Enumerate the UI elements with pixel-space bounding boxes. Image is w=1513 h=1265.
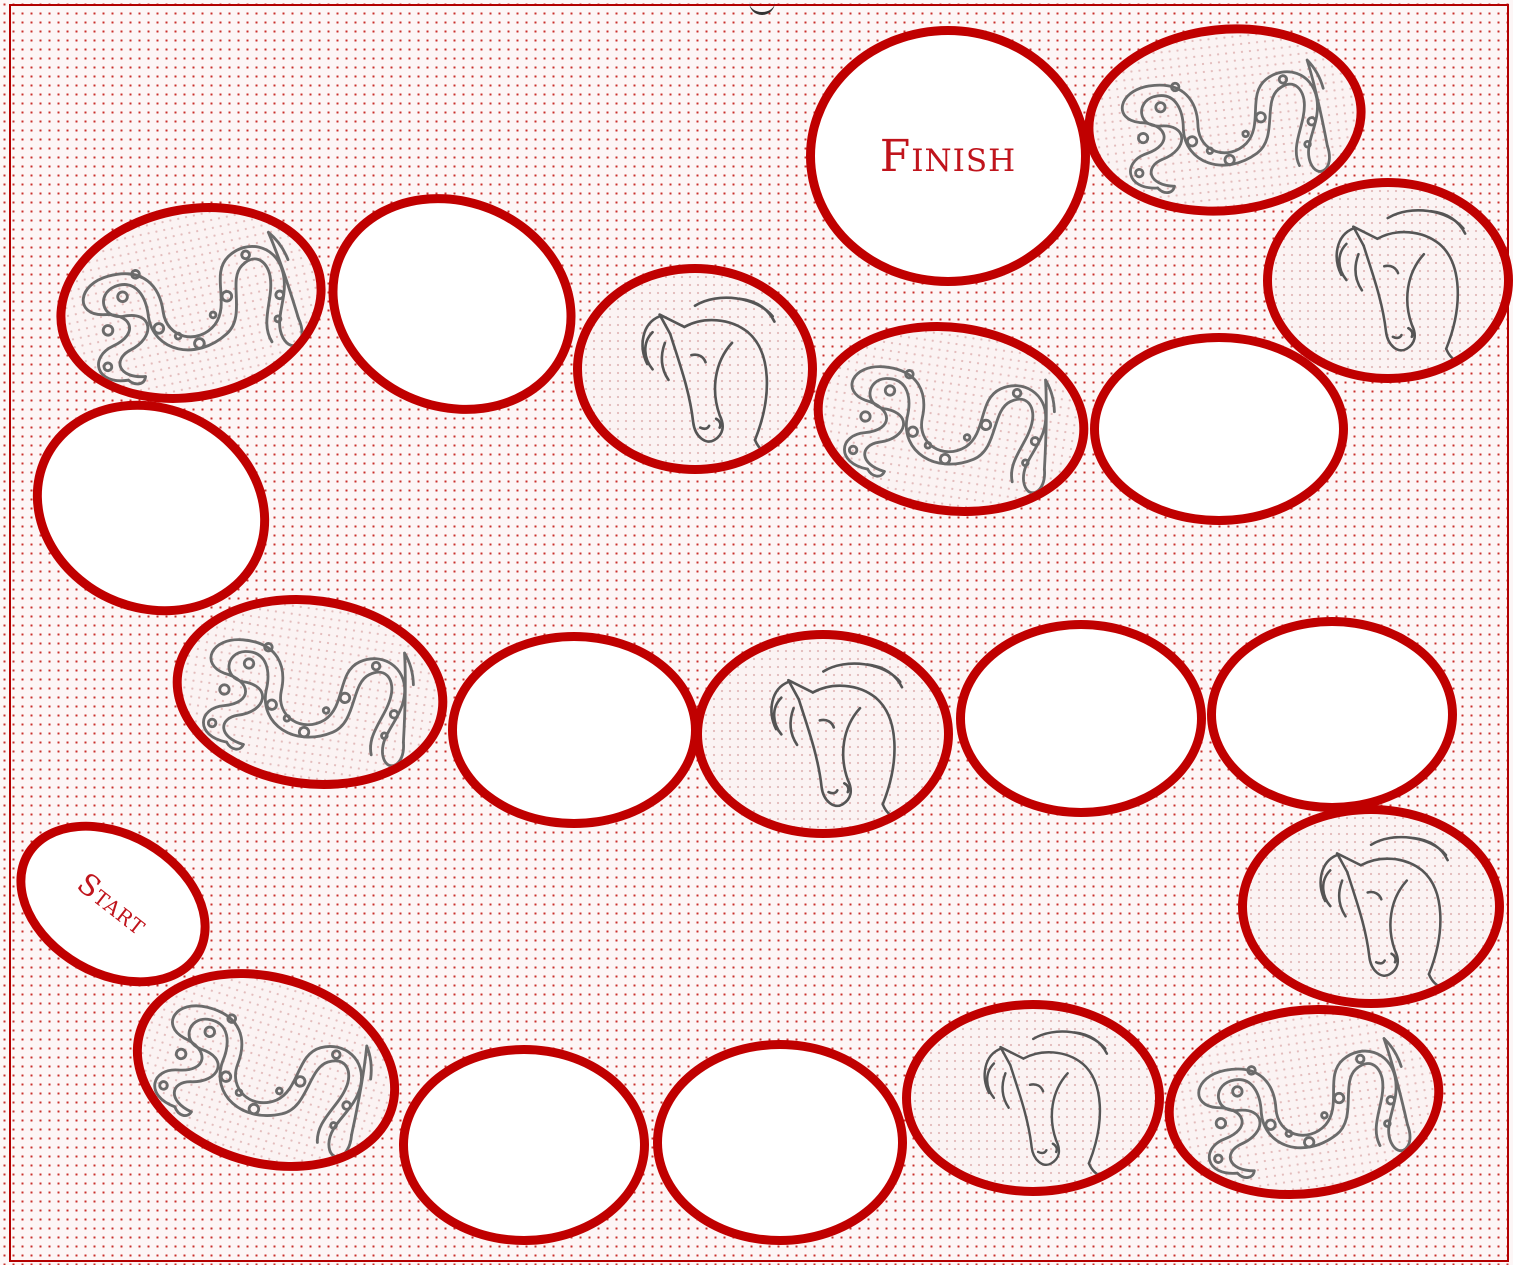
horse-head-icon — [1281, 194, 1494, 366]
start-label: Start — [71, 866, 155, 942]
horse-head-icon — [1257, 821, 1485, 991]
horse-head-icon — [921, 1016, 1145, 1180]
space-4[interactable] — [902, 1000, 1164, 1196]
space-9[interactable] — [693, 630, 953, 838]
finish-label: Finish — [880, 131, 1016, 182]
space-17[interactable] — [1090, 333, 1348, 525]
horse-head-icon — [591, 281, 799, 458]
space-6[interactable] — [1238, 805, 1504, 1008]
space-18[interactable] — [1263, 178, 1513, 383]
space-15[interactable] — [573, 264, 817, 474]
snake-icon — [181, 596, 438, 788]
space-8[interactable] — [956, 620, 1206, 817]
space-7[interactable] — [1207, 617, 1457, 812]
top-notch-mark — [749, 0, 775, 15]
space-2[interactable] — [399, 1045, 649, 1245]
space-10[interactable] — [448, 632, 700, 828]
finish-space[interactable]: Finish — [806, 26, 1090, 286]
snake-icon — [1096, 29, 1354, 212]
snake-icon — [822, 323, 1079, 515]
space-3[interactable] — [653, 1040, 907, 1245]
horse-head-icon — [712, 647, 935, 822]
